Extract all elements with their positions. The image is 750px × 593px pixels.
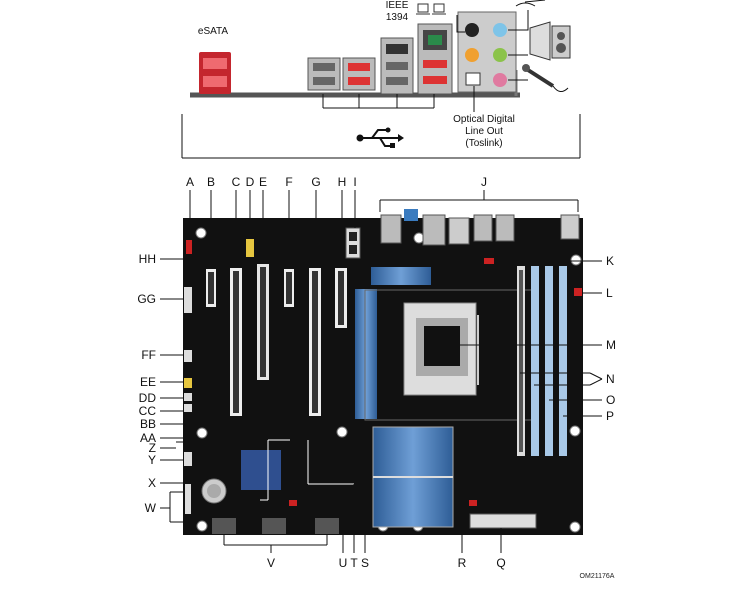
callout-i: I xyxy=(353,175,356,189)
ieee1394-label-line2: 1394 xyxy=(386,12,409,23)
part-code: OM21176A xyxy=(580,573,615,580)
callout-aa: AA xyxy=(140,431,156,445)
callout-ee: EE xyxy=(140,375,156,389)
callout-l: L xyxy=(606,286,613,300)
motherboard: OM21176A xyxy=(183,209,615,580)
vrm-heatsink xyxy=(355,267,431,419)
callout-dd: DD xyxy=(139,391,157,405)
callout-b: B xyxy=(207,175,215,189)
usb-port-stack-1 xyxy=(307,57,341,91)
callout-f: F xyxy=(285,175,292,189)
callout-g: G xyxy=(311,175,320,189)
callout-v: V xyxy=(267,556,275,570)
jumper-u xyxy=(289,500,297,506)
callout-labels-top: A B C D E F G H I J xyxy=(186,175,487,189)
header-d xyxy=(246,239,254,257)
sata-connectors-v xyxy=(212,518,339,534)
audio-leader-lines xyxy=(456,10,529,81)
callout-leaders-top xyxy=(189,190,579,269)
usb-port-stack-2 xyxy=(342,57,376,91)
esata-port xyxy=(199,52,231,94)
callout-c: C xyxy=(232,175,241,189)
callout-labels-left: W X Y Z AA BB CC DD EE FF GG HH xyxy=(137,252,156,515)
callout-labels-bottom: Q R S T U V xyxy=(267,556,506,570)
callout-ff: FF xyxy=(141,348,156,362)
left-headers xyxy=(184,240,192,514)
pcie-slot-c xyxy=(230,268,242,416)
callout-o: O xyxy=(606,393,615,407)
callout-labels-right: K L M N O P xyxy=(606,254,616,423)
board-io-connectors xyxy=(380,209,580,246)
optical-label-line2: Line Out xyxy=(465,126,503,137)
network-icon xyxy=(416,3,446,15)
callout-leaders-left xyxy=(160,258,218,523)
callout-hh: HH xyxy=(139,252,156,266)
callout-gg: GG xyxy=(137,292,156,306)
power-connector-i xyxy=(345,227,361,259)
esata-label: eSATA xyxy=(198,26,229,37)
callout-s: S xyxy=(361,556,369,570)
dimm-slots xyxy=(517,266,567,456)
callout-cc: CC xyxy=(139,404,157,418)
cpu-socket-m xyxy=(364,289,534,421)
callout-bb: BB xyxy=(140,417,156,431)
callout-n: N xyxy=(606,372,615,386)
pcie-slot-b xyxy=(206,269,216,307)
microphone-icon xyxy=(522,64,569,92)
callout-j: J xyxy=(481,175,487,189)
callout-leaders-bottom xyxy=(223,439,502,553)
usb-icon xyxy=(356,127,404,148)
fan-header-k xyxy=(484,258,494,264)
chipset-heatsink xyxy=(372,426,454,528)
callout-d: D xyxy=(246,175,255,189)
battery-x xyxy=(201,478,227,504)
callout-p: P xyxy=(606,409,614,423)
ieee1394-usb-stack xyxy=(380,37,414,95)
io-chip xyxy=(241,450,281,490)
callout-a: A xyxy=(186,175,194,189)
callout-leaders-right xyxy=(445,260,603,417)
callout-t: T xyxy=(350,556,358,570)
pcie-slot-h xyxy=(335,268,347,328)
pci-slot-e xyxy=(257,264,269,380)
callout-m: M xyxy=(606,338,616,352)
callout-u: U xyxy=(339,556,348,570)
optical-label-line1: Optical Digital xyxy=(453,114,515,125)
rear-io-panel: eSATA IEEE 1394 xyxy=(190,0,571,149)
callout-e: E xyxy=(259,175,267,189)
callout-z: Z xyxy=(149,441,156,455)
callout-y: Y xyxy=(148,453,156,467)
optical-label-line3: (Toslink) xyxy=(465,138,502,149)
callout-x: X xyxy=(148,476,156,490)
lan-usb-stack xyxy=(417,23,453,95)
callout-w: W xyxy=(145,501,157,515)
pcie-slot-g xyxy=(309,268,321,416)
ieee1394-label-line1: IEEE xyxy=(386,0,409,11)
atx-power-q xyxy=(469,513,537,529)
jumper-r xyxy=(469,500,477,506)
callout-r: R xyxy=(458,556,467,570)
usb-bracket xyxy=(322,94,435,109)
callout-q: Q xyxy=(496,556,505,570)
headphone-icon xyxy=(515,2,536,7)
speaker-icon xyxy=(524,0,571,61)
audio-jack-cluster xyxy=(457,11,517,93)
pcie-slot-f xyxy=(284,269,294,307)
fan-header-l xyxy=(574,288,582,296)
callout-h: H xyxy=(338,175,347,189)
callout-k: K xyxy=(606,254,614,268)
io-bracket-j xyxy=(181,114,581,159)
